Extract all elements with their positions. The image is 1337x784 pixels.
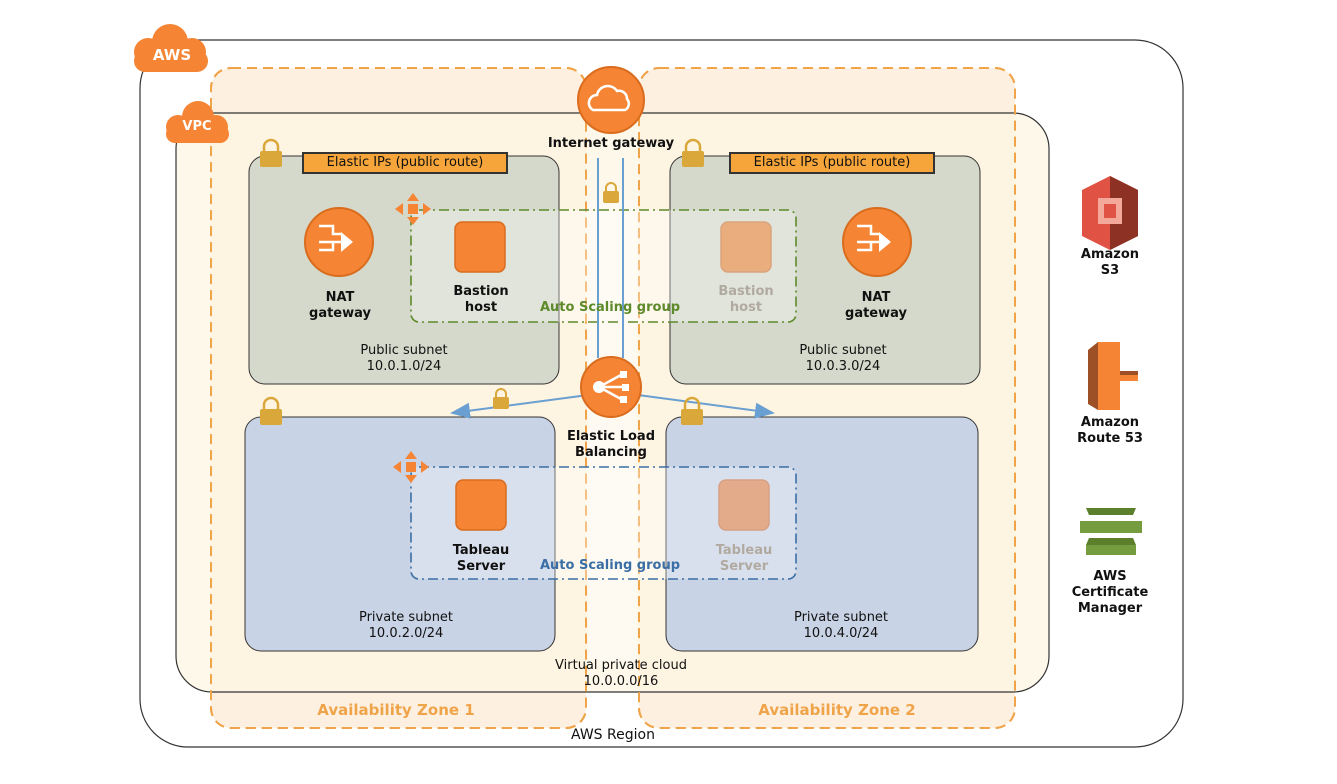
elastic-ips-label: Elastic IPs (public route) bbox=[302, 152, 508, 174]
lock-icon bbox=[603, 182, 619, 203]
public-asg-label: Auto Scaling group bbox=[539, 300, 681, 315]
nat-gateway-icon bbox=[842, 207, 912, 277]
route53-icon bbox=[1088, 342, 1138, 410]
aws-region-label: AWS Region bbox=[571, 727, 655, 743]
public-asg-box bbox=[410, 209, 797, 323]
tableau-server-icon bbox=[455, 479, 507, 531]
private-subnet-1 bbox=[244, 416, 556, 652]
auto-scaling-icon bbox=[395, 193, 431, 225]
internet-gateway-icon bbox=[577, 66, 645, 134]
availability-zone-1-label: Availability Zone 1 bbox=[317, 701, 475, 719]
lock-icon bbox=[493, 388, 509, 409]
private-subnet-2 bbox=[665, 416, 979, 652]
lock-icon bbox=[260, 138, 282, 167]
vpc-badge-label: VPC bbox=[182, 119, 212, 134]
internet-gateway-label: Internet gateway bbox=[547, 136, 675, 151]
certificate-manager-icon bbox=[1080, 508, 1142, 555]
tableau-server-faded-icon bbox=[718, 479, 770, 531]
vpc-cloud-badge bbox=[166, 101, 229, 143]
elastic-load-balancing-icon bbox=[580, 356, 642, 418]
nat-gateway-icon bbox=[304, 207, 374, 277]
lock-icon bbox=[681, 396, 703, 425]
aws-badge-label: AWS bbox=[152, 46, 192, 64]
bastion-host-icon bbox=[454, 221, 506, 273]
bastion-host-faded-icon bbox=[720, 221, 772, 273]
private-asg-box bbox=[410, 466, 797, 580]
elastic-ips-label: Elastic IPs (public route) bbox=[729, 152, 935, 174]
aws-cloud-badge bbox=[134, 24, 208, 72]
auto-scaling-icon bbox=[393, 451, 429, 483]
lock-icon bbox=[682, 138, 704, 167]
private-asg-label: Auto Scaling group bbox=[539, 558, 681, 573]
availability-zone-2-label: Availability Zone 2 bbox=[758, 701, 916, 719]
lock-icon bbox=[260, 396, 282, 425]
s3-bucket-icon bbox=[1082, 176, 1138, 250]
